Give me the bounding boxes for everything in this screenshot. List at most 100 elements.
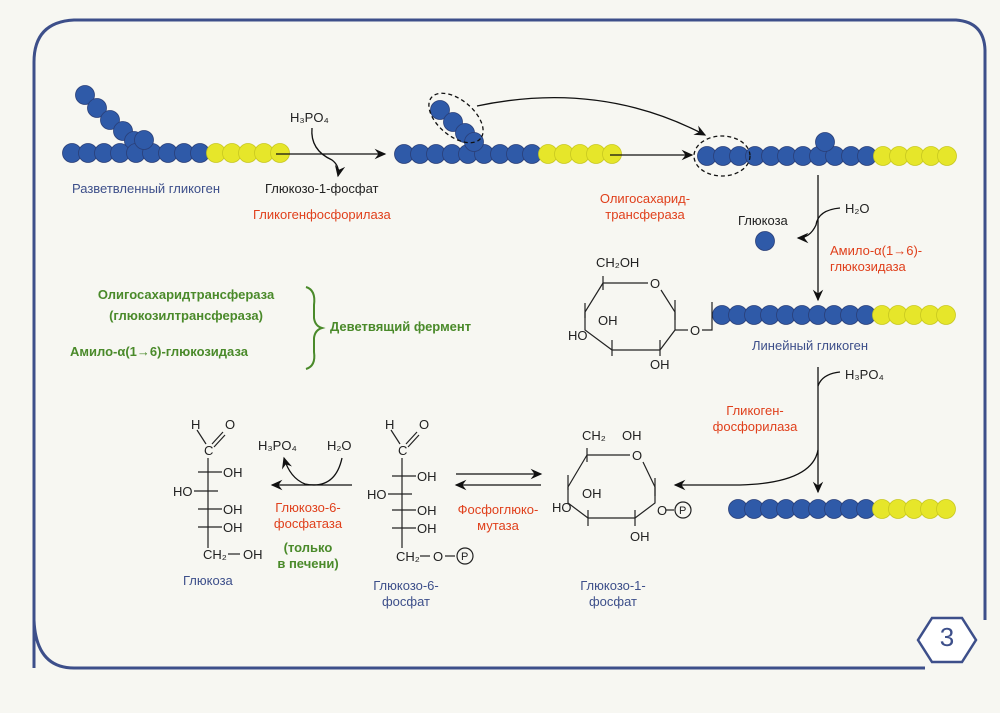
atom-c-glc: C (204, 443, 214, 458)
g1p-caption: Глюкозо-1- фосфат (573, 578, 653, 610)
atom-oh-c4-g6p: OH (417, 503, 437, 518)
atom-c-g6p: C (398, 443, 408, 458)
g6p-caption-line2: фосфат (381, 594, 431, 609)
phosphatase-line1: Глюкозо-6- (275, 500, 341, 515)
atom-oh-c2-g6p: OH (417, 469, 437, 484)
atom-oh-c6-glc: OH (243, 547, 263, 562)
g6p-caption-line1: Глюкозо-6- (373, 578, 439, 593)
atom-oh-c5-g6p: OH (417, 521, 437, 536)
branch-glucose-bead (100, 110, 120, 130)
branch-point-bead (134, 130, 154, 150)
atom-ho-c3-glc: HO (173, 484, 193, 499)
atom-ring-o-g1p: O (632, 448, 643, 463)
branched-glycogen-label: Разветвленный гликоген (72, 181, 221, 196)
debranching-brace (305, 286, 326, 370)
atom-ch2-glc: CH₂ (203, 547, 227, 562)
glucose-pyranose-structure (584, 276, 713, 356)
atom-o-g6p: O (419, 417, 430, 432)
arrow-phosphatase-side (282, 456, 343, 486)
page-number-hexagon (916, 616, 978, 664)
phosphorylase-line2: фосфорилаза (712, 419, 798, 434)
glucose-caption: Глюкоза (183, 573, 233, 588)
g1p-caption-line1: Глюкозо-1- (580, 578, 646, 593)
legend-enzyme2-name: Амило-α(1→6)-глюкозидаза (70, 344, 248, 359)
atom-o-c1-g1p: O (657, 503, 668, 518)
phosphate-symbol-g1p: P (679, 505, 687, 517)
amylo-glucosidase-label: Амило-α(1→6)- глюкозидаза (830, 243, 922, 275)
oligosaccharide-transferase-label: Олигосахарид- трансфераза (590, 191, 700, 223)
h3po4-product-phosphatase: H₃PO₄ (258, 438, 297, 453)
arrow-h3po4-in-2 (817, 371, 841, 387)
transferase-line2: трансфераза (605, 207, 685, 222)
h2o-reagent-1: H₂O (845, 201, 870, 216)
glycogen-phosphorylase-label: Гликогенфосфорилаза (253, 207, 391, 222)
g1p-pyranose-structure (567, 448, 692, 526)
atom-ch2-g1p: CH₂ (582, 428, 606, 443)
atom-ring-o-1: O (650, 276, 661, 291)
free-glucose-label: Глюкоза (738, 213, 788, 228)
liver-only-note: (только в печени) (268, 540, 348, 572)
transfer-segment-bead (430, 100, 450, 120)
linear-glycogen-label: Линейный гликоген (752, 338, 869, 353)
mutase-line1: Фосфоглюко- (457, 502, 539, 517)
atom-oh-c2-glc: OH (223, 465, 243, 480)
amylo-line1: Амило-α(1→6)- (830, 243, 923, 258)
h3po4-reagent-1: H₃PO₄ (290, 110, 329, 125)
branched-glycogen-reducing-end-bead (270, 143, 290, 163)
atom-oh-c2-g1p: OH (630, 529, 650, 544)
branch-glucose-bead (87, 98, 107, 118)
transferred-segment-ellipse (693, 135, 751, 177)
branch-glucose-bead (75, 85, 95, 105)
atom-oh-c4-glc: OH (223, 502, 243, 517)
g6-phosphatase-label: Глюкозо-6- фосфатаза (268, 500, 348, 532)
free-glucose-bead (755, 231, 775, 251)
arrow-transfer-oligosaccharide (476, 97, 707, 136)
legend-enzyme1-alias: (глюкозилтрансфераза) (109, 308, 263, 323)
atom-h-g6p: H (385, 417, 395, 432)
alpha16-branch-bead (815, 132, 835, 152)
arrow-h2o-release-glucose (796, 207, 841, 244)
atom-ch2-g6p: CH₂ (396, 549, 420, 564)
atom-oh-c3-1: OH (598, 313, 618, 328)
page-number: 3 (939, 622, 955, 652)
oligosaccharide-transferase-legend: Олигосахаридтрансфераза (глюкозилтрансфе… (70, 287, 302, 324)
elongated-glycogen-reducing-end-bead (937, 146, 957, 166)
phosphate-symbol-g6p: P (461, 551, 469, 563)
g6p-caption: Глюкозо-6- фосфат (366, 578, 446, 610)
phosphoglucomutase-label: Фосфоглюко- мутаза (448, 502, 548, 534)
atom-ho-c4-1: HO (568, 328, 588, 343)
phosphatase-line2: фосфатаза (273, 516, 343, 531)
amylo-line2: глюкозидаза (830, 259, 906, 274)
mutase-line2: мутаза (477, 518, 519, 533)
atom-oh-c6-g1p: OH (622, 428, 642, 443)
atom-oh-c5-glc: OH (223, 520, 243, 535)
h2o-reagent-phosphatase: H₂O (327, 438, 352, 453)
g1p-caption-line2: фосфат (588, 594, 638, 609)
phosphorylase-line1: Гликоген- (726, 403, 784, 418)
trimmed-glycogen-reducing-end-bead (602, 144, 622, 164)
atom-ho-c4-g1p: HO (552, 500, 572, 515)
shortened-glycogen-reducing-end-bead (936, 499, 956, 519)
glycogen-phosphorylase-label-2: Гликоген- фосфорилаза (705, 403, 805, 435)
atom-ho-c3-g6p: HO (367, 487, 387, 502)
atom-h-glc: H (191, 417, 201, 432)
arrow-to-g1p (673, 449, 819, 491)
atom-ch2oh-1: CH₂OH (596, 255, 640, 270)
debranching-enzyme-label: Деветвящий фермент (330, 319, 472, 334)
page-frame (32, 18, 987, 668)
page-frame-bottom (32, 619, 925, 670)
linear-glycogen-reducing-end-bead (936, 305, 956, 325)
glucose-fischer-structure (194, 429, 240, 555)
atom-o-c6-g6p: O (433, 549, 444, 564)
arrow-h3po4-in-1 (311, 127, 346, 178)
g6p-fischer-structure (388, 429, 474, 565)
h3po4-reagent-2: H₃PO₄ (845, 367, 884, 382)
atom-glycosidic-o: O (690, 323, 701, 338)
atom-oh-c3-g1p: OH (582, 486, 602, 501)
atom-o-glc: O (225, 417, 236, 432)
g1p-product-label: Глюкозо-1-фосфат (265, 181, 379, 196)
atom-oh-c2-1: OH (650, 357, 670, 372)
transferase-line1: Олигосахарид- (599, 191, 691, 206)
legend-enzyme1-name: Олигосахаридтрансфераза (97, 287, 275, 302)
